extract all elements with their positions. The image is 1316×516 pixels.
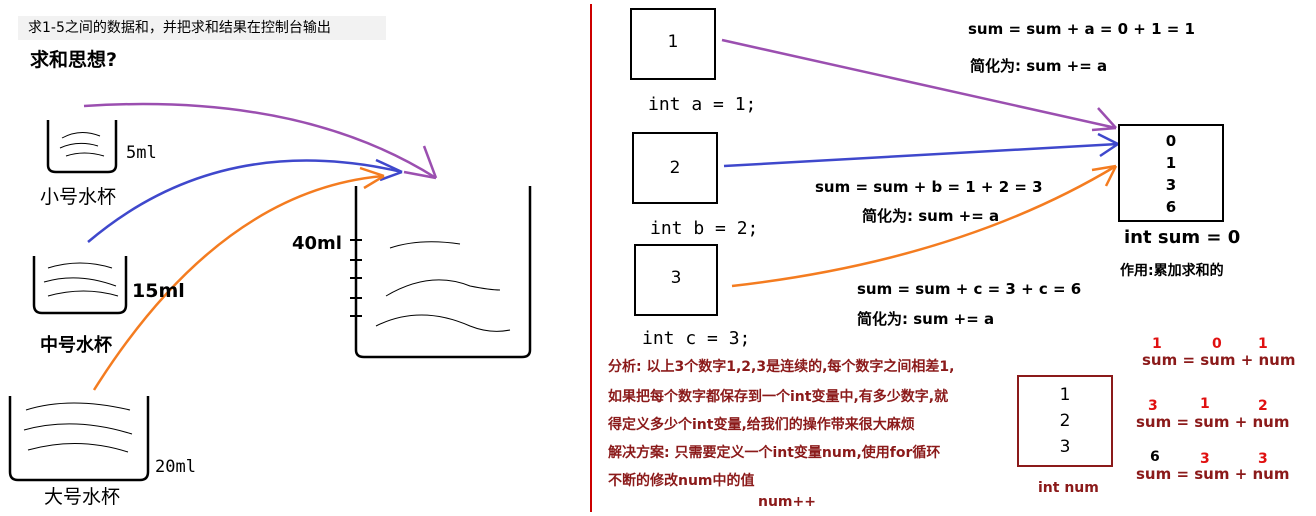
- analysis-line-5: 不断的修改num中的值: [608, 473, 755, 489]
- large-cup-icon: [8, 396, 150, 482]
- orange-arrowhead-left: [359, 166, 385, 190]
- analysis-line-4: 解决方案: 只需要定义一个int变量num,使用for循环: [608, 445, 941, 461]
- purple-arrow-right: [721, 38, 1117, 130]
- num-increment: num++: [758, 494, 816, 510]
- num-value-0: 1: [1059, 385, 1071, 405]
- sum-label: int sum = 0: [1124, 227, 1241, 248]
- equation-1-text: sum = sum + num: [1142, 351, 1296, 369]
- blue-arrow-right: [723, 142, 1119, 168]
- equation-3-prev: 3: [1200, 451, 1210, 467]
- small-cup-volume: 5ml: [126, 143, 157, 163]
- equation-3-num: 3: [1258, 451, 1268, 467]
- large-cup-label: 大号水杯: [44, 486, 121, 508]
- var-a-value: 1: [667, 32, 679, 52]
- analysis-line-2: 如果把每个数字都保存到一个int变量中,有多少数字,就: [608, 389, 949, 405]
- equation-1-num: 1: [1258, 336, 1268, 352]
- sum-value-3: 6: [1165, 198, 1177, 216]
- analysis-line-1: 分析: 以上3个数字1,2,3是连续的,每个数字之间相差1,: [608, 359, 955, 375]
- medium-cup-volume: 15ml: [132, 280, 185, 302]
- sum-box: 0 1 3 6: [1118, 124, 1224, 222]
- equation-1-sum: 1: [1152, 336, 1162, 352]
- sum-value-2: 3: [1165, 176, 1177, 194]
- medium-cup-label: 中号水杯: [40, 335, 112, 356]
- header-banner: 求1-5之间的数据和，并把求和结果在控制台输出: [18, 16, 386, 40]
- expression-b: sum = sum + b = 1 + 2 = 3: [815, 178, 1043, 196]
- sum-value-0: 0: [1165, 132, 1177, 150]
- small-cup-label: 小号水杯: [40, 186, 117, 208]
- expression-c: sum = sum + c = 3 + c = 6: [857, 280, 1082, 298]
- sum-purpose: 作用:累加求和的: [1120, 263, 1224, 279]
- purple-arrowhead-left: [403, 145, 438, 180]
- var-b-box: 2: [632, 132, 718, 204]
- num-value-1: 2: [1059, 411, 1071, 431]
- simplified-c: 简化为: sum += a: [857, 310, 995, 328]
- equation-3-text: sum = sum + num: [1136, 465, 1290, 483]
- purple-arrowhead-right: [1091, 107, 1117, 132]
- equation-1-prev: 0: [1212, 336, 1222, 352]
- equation-2-text: sum = sum + num: [1136, 413, 1290, 431]
- equation-2-prev: 1: [1200, 396, 1210, 412]
- sum-value-1: 1: [1165, 154, 1177, 172]
- simplified-a: 简化为: sum += a: [970, 57, 1108, 75]
- blue-arrow-left: [87, 159, 403, 243]
- question-title: 求和思想?: [30, 49, 118, 71]
- beaker-icon: [350, 186, 532, 359]
- orange-arrowhead-right: [1091, 164, 1118, 187]
- equation-2-sum: 3: [1148, 398, 1158, 414]
- var-a-code: int a = 1;: [648, 94, 757, 115]
- var-c-value: 3: [670, 268, 682, 288]
- expression-a: sum = sum + a = 0 + 1 = 1: [968, 20, 1195, 38]
- num-value-2: 3: [1059, 437, 1071, 457]
- large-cup-volume: 20ml: [155, 457, 196, 477]
- medium-cup-icon: [32, 256, 128, 315]
- purple-arrow-left: [83, 102, 437, 180]
- beaker-volume: 40ml: [292, 233, 342, 254]
- blue-arrowhead-left: [375, 158, 403, 182]
- blue-arrowhead-right: [1097, 132, 1119, 158]
- var-c-code: int c = 3;: [642, 328, 751, 349]
- num-label: int num: [1038, 480, 1099, 496]
- var-a-box: 1: [630, 8, 716, 80]
- equation-2-num: 2: [1258, 398, 1268, 414]
- small-cup-icon: [46, 120, 118, 174]
- var-b-value: 2: [669, 158, 681, 178]
- orange-arrow-left: [92, 174, 385, 391]
- orange-arrow-right: [731, 164, 1117, 288]
- var-c-box: 3: [634, 244, 718, 316]
- analysis-line-3: 得定义多少个int变量,给我们的操作带来很大麻烦: [608, 417, 915, 433]
- var-b-code: int b = 2;: [650, 218, 759, 239]
- num-box: 1 2 3: [1017, 375, 1113, 467]
- simplified-b: 简化为: sum += a: [862, 207, 1000, 225]
- equation-3-sum: 6: [1150, 449, 1160, 465]
